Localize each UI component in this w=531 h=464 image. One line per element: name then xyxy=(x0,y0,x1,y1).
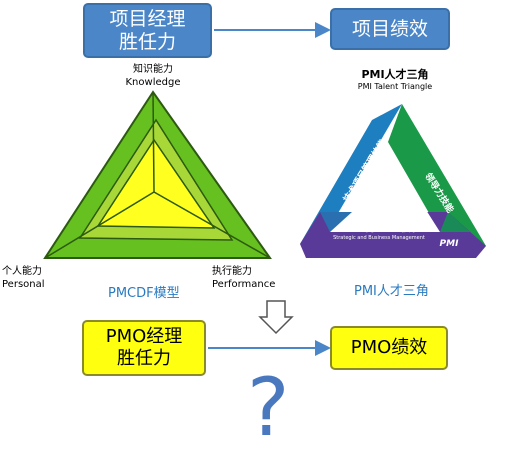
knowledge-label: 知识能力 Knowledge xyxy=(113,64,193,89)
pmi-logo: PMI xyxy=(439,239,459,249)
pmi-title: PMI人才三角 PMI Talent Triangle xyxy=(345,68,445,92)
pmo-competency-box: PMO经理 胜任力 xyxy=(82,320,206,376)
project-performance-box: 项目绩效 xyxy=(330,8,450,50)
pmcdf-triangle xyxy=(43,90,272,259)
personal-cn: 个人能力 xyxy=(2,266,42,277)
question-mark: ? xyxy=(247,361,290,454)
strategic-cn: 战略和商务管理技能 xyxy=(338,224,420,234)
pmi-title-en: PMI Talent Triangle xyxy=(357,81,433,91)
pm-competency-box: 项目经理 胜任力 xyxy=(83,3,212,58)
performance-cn: 执行能力 xyxy=(212,266,252,277)
personal-label: 个人能力 Personal xyxy=(2,266,58,291)
pmo-performance-box: PMO绩效 xyxy=(330,326,448,370)
pmi-title-cn: PMI人才三角 xyxy=(361,68,429,81)
knowledge-cn: 知识能力 xyxy=(133,64,173,75)
strategic-skill-label: 战略和商务管理技能 Strategic and Business Managem… xyxy=(314,224,444,242)
performance-label: 执行能力 Performance xyxy=(212,266,292,291)
strategic-en: Strategic and Business Management xyxy=(333,235,425,242)
personal-en: Personal xyxy=(2,278,45,290)
pmcdf-caption: PMCDF模型 xyxy=(108,286,180,301)
pmi-caption: PMI人才三角 xyxy=(354,284,429,299)
down-arrow xyxy=(258,300,294,335)
knowledge-en: Knowledge xyxy=(125,76,181,88)
pmi-talent-triangle xyxy=(300,104,486,258)
performance-en: Performance xyxy=(212,278,276,290)
